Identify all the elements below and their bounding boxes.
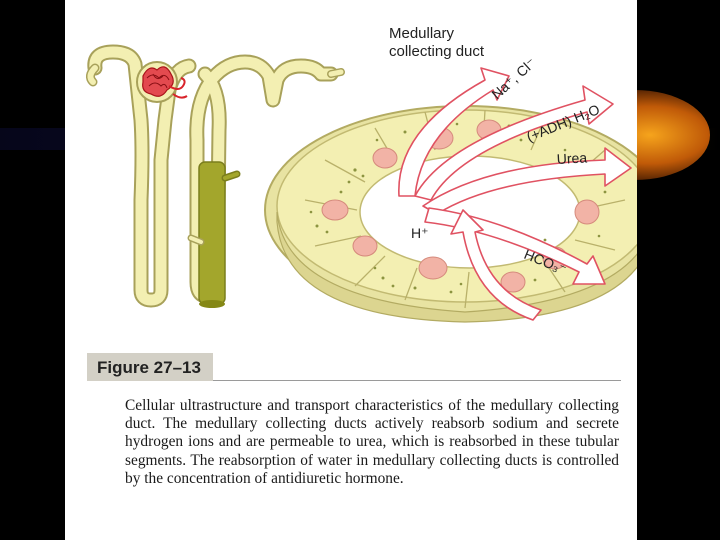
structure-label-line-2: collecting duct — [389, 43, 485, 60]
figure-caption: Cellular ultrastructure and transport ch… — [125, 397, 619, 487]
duct-cross-section — [264, 105, 637, 323]
collecting-duct-diagram: Medullary collecting duct Na⁺, Cl⁻ (+ADH… — [85, 25, 637, 323]
figure-number: Figure 27–13 — [97, 358, 201, 377]
structure-label-line-1: Medullary — [389, 25, 455, 42]
arrow-h-plus — [450, 209, 542, 321]
label-urea: Urea — [556, 149, 587, 167]
glomerulus-icon — [142, 66, 188, 99]
label-h-plus: H⁺ — [411, 225, 429, 241]
nephron-illustration — [85, 44, 345, 308]
figure-divider — [213, 380, 621, 381]
figure-number-label: Figure 27–13 — [87, 353, 213, 381]
slide: Medullary collecting duct Na⁺, Cl⁻ (+ADH… — [65, 0, 637, 540]
structure-label: Medullary collecting duct — [389, 25, 485, 60]
arrow-na-cl — [398, 67, 510, 197]
arrow-h2o — [414, 85, 614, 201]
transport-arrows — [398, 67, 632, 321]
arrow-urea — [422, 147, 632, 215]
